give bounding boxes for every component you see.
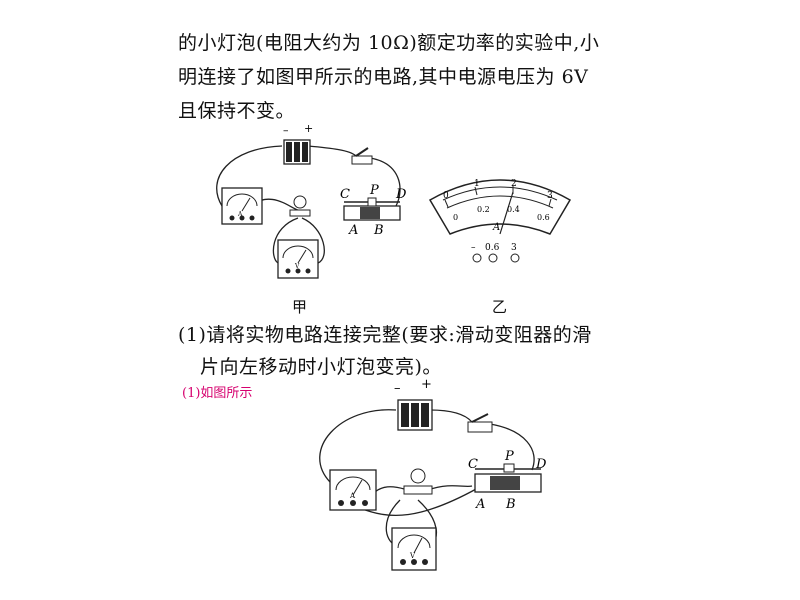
answer-switch-icon <box>467 413 493 433</box>
rheostat-label-b: B <box>373 223 384 238</box>
answer-rheostat-icon <box>474 463 542 493</box>
dial-unit-label: A <box>492 222 500 233</box>
problem-line-1: 的小灯泡(电阻大约为 10Ω)额定功率的实验中,小 <box>178 32 600 54</box>
voltmeter-icon <box>277 239 319 279</box>
voltmeter-label: V <box>294 263 300 270</box>
dial-upper-0: 0 <box>443 191 449 201</box>
figure-jia-caption: 甲 <box>292 298 308 316</box>
question-line-2: 片向左移动时小灯泡变亮)。 <box>200 356 442 378</box>
rheostat-label-p: P <box>369 183 379 198</box>
terminal-06-label: 0.6 <box>485 243 500 253</box>
question-line-1: (1)请将实物电路连接完整(要求:滑动变阻器的滑 <box>178 324 592 346</box>
answer-voltmeter-icon <box>391 527 437 571</box>
answer-rheostat-label-p: P <box>504 449 514 464</box>
dial-lower-1: 0.2 <box>477 205 490 214</box>
terminal-minus-label: – <box>471 243 476 253</box>
answer-battery-minus-label: – <box>394 381 401 396</box>
answer-text: (1)如图所示 <box>182 386 253 401</box>
battery-minus-label: – <box>283 124 289 137</box>
dial-lower-3: 0.6 <box>537 213 550 222</box>
rheostat-label-a: A <box>348 223 358 238</box>
bulb-icon <box>289 195 311 217</box>
ammeter-label: A <box>237 211 243 218</box>
answer-rheostat-label-c: C <box>468 457 478 472</box>
answer-rheostat-label-a: A <box>475 497 485 512</box>
rheostat-label-c: C <box>340 187 350 202</box>
dial-upper-3: 3 <box>547 191 553 201</box>
battery-plus-label: + <box>304 122 313 135</box>
dial-lower-2: 0.4 <box>507 205 520 214</box>
problem-line-3: 且保持不变。 <box>178 100 296 122</box>
answer-ammeter-icon <box>329 469 377 511</box>
switch-icon <box>351 147 373 165</box>
answer-ammeter-label: A <box>349 492 356 500</box>
rheostat-icon <box>343 197 401 221</box>
dial-lower-0: 0 <box>453 213 458 222</box>
answer-bulb-icon <box>403 468 433 495</box>
answer-battery-icon <box>397 399 433 431</box>
answer-rheostat-label-d: D <box>535 457 547 472</box>
answer-battery-plus-label: + <box>421 377 432 392</box>
answer-circuit: – + A V C P D A B <box>319 377 547 571</box>
dial-upper-1: 1 <box>474 179 480 189</box>
ammeter-icon <box>221 187 263 225</box>
answer-voltmeter-label: V <box>409 552 416 560</box>
problem-line-2: 明连接了如图甲所示的电路,其中电源电压为 6V <box>178 66 589 88</box>
terminal-3-label: 3 <box>511 243 517 253</box>
figure-yi-caption: 乙 <box>492 298 508 316</box>
dial-upper-2: 2 <box>511 179 517 189</box>
figure-jia-circuit: – + A V C P D A B <box>216 122 407 279</box>
battery-icon <box>283 139 311 165</box>
answer-rheostat-label-b: B <box>505 497 516 512</box>
rheostat-label-d: D <box>395 187 407 202</box>
figure-yi-dial: 0 1 2 3 0 0.2 0.4 0.6 A – 0.6 3 <box>428 179 572 263</box>
